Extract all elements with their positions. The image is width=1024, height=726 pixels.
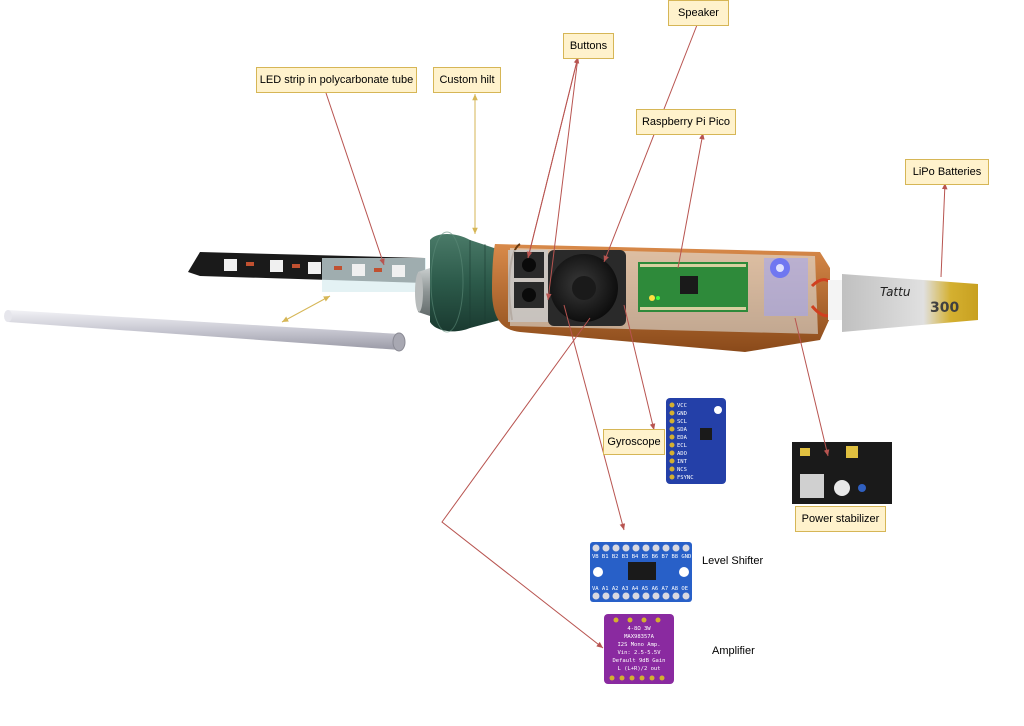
lipo-battery: Tattu 300	[810, 274, 978, 332]
amp-text-line: L (L+R)/2 out	[617, 666, 660, 672]
led-strip	[188, 252, 426, 292]
label-speaker: Speaker	[668, 0, 729, 26]
label-led-strip: LED strip in polycarbonate tube	[256, 67, 417, 93]
amplifier-board: 4-8Ω 3W MAX98357A I2S Mono Amp. Vin: 2.5-5.…	[604, 614, 674, 684]
level-shifter-board: VB B1 B2 B3 B4 B5 B6 B7 B8 GND VA A1 A2 …	[590, 542, 692, 602]
battery-capacity: 300	[930, 300, 959, 316]
label-custom-hilt: Custom hilt	[433, 67, 501, 93]
arrow-buttons-3	[527, 56, 580, 259]
gyroscope-board: VCC GND SCL SDA EDA ECL ADO INT NCS FSYNC	[666, 398, 726, 484]
gyro-pin-label: SCL	[677, 419, 688, 425]
arrow-tube	[281, 295, 331, 323]
power-stabilizer-board	[792, 442, 892, 504]
gyro-pin-label: ADO	[677, 451, 687, 457]
gyro-pin-label: ECL	[677, 443, 688, 449]
gyro-pin-label: NCS	[677, 467, 687, 473]
status-led	[764, 258, 808, 316]
arrow-gyroscope	[623, 304, 656, 431]
label-lipo: LiPo Batteries	[905, 159, 989, 185]
arrow-power-stabilizer	[794, 317, 830, 457]
amp-text-line: Vin: 2.5-5.5V	[617, 650, 661, 656]
label-amplifier: Amplifier	[712, 645, 755, 657]
arrow-lipo	[940, 182, 948, 278]
amp-text-line: Default 9dB Gain	[613, 658, 666, 664]
arrow-buttons-2	[545, 56, 579, 301]
callout-arrows	[325, 24, 948, 649]
arrow-speaker	[603, 24, 698, 263]
arrow-pico	[677, 132, 705, 269]
speaker	[548, 250, 626, 326]
gyro-pin-label: VCC	[677, 403, 687, 409]
custom-hilt	[415, 231, 500, 333]
arrow-level-shifter	[563, 304, 626, 531]
label-level-shifter: Level Shifter	[702, 555, 764, 567]
gyro-pin-label: FSYNC	[677, 475, 694, 481]
label-pico: Raspberry Pi Pico	[636, 109, 736, 135]
label-buttons: Buttons	[563, 33, 614, 59]
battery-brand: Tattu	[880, 285, 911, 299]
gyro-pin-label: INT	[677, 459, 688, 465]
amp-text-line: I2S Mono Amp.	[617, 642, 660, 648]
polycarbonate-tube	[4, 310, 406, 352]
shifter-top-pins: VB B1 B2 B3 B4 B5 B6 B7 B8 GND	[592, 554, 691, 560]
amp-text-line: MAX98357A	[624, 634, 654, 640]
label-power-stabilizer: Power stabilizer	[795, 506, 886, 532]
label-gyroscope: Gyroscope	[603, 429, 665, 455]
arrow-led-strip	[325, 92, 385, 266]
shifter-bottom-pins: VA A1 A2 A3 A4 A5 A6 A7 A8 OE	[592, 586, 688, 592]
gyro-pin-label: GND	[677, 411, 687, 417]
gyro-pin-label: SDA	[677, 427, 688, 433]
raspberry-pi-pico	[638, 262, 748, 312]
hilt-arrows	[281, 94, 478, 323]
arrow-amplifier	[441, 317, 604, 649]
gyro-pin-label: EDA	[677, 435, 688, 441]
amp-text-line: 4-8Ω 3W	[627, 626, 651, 632]
